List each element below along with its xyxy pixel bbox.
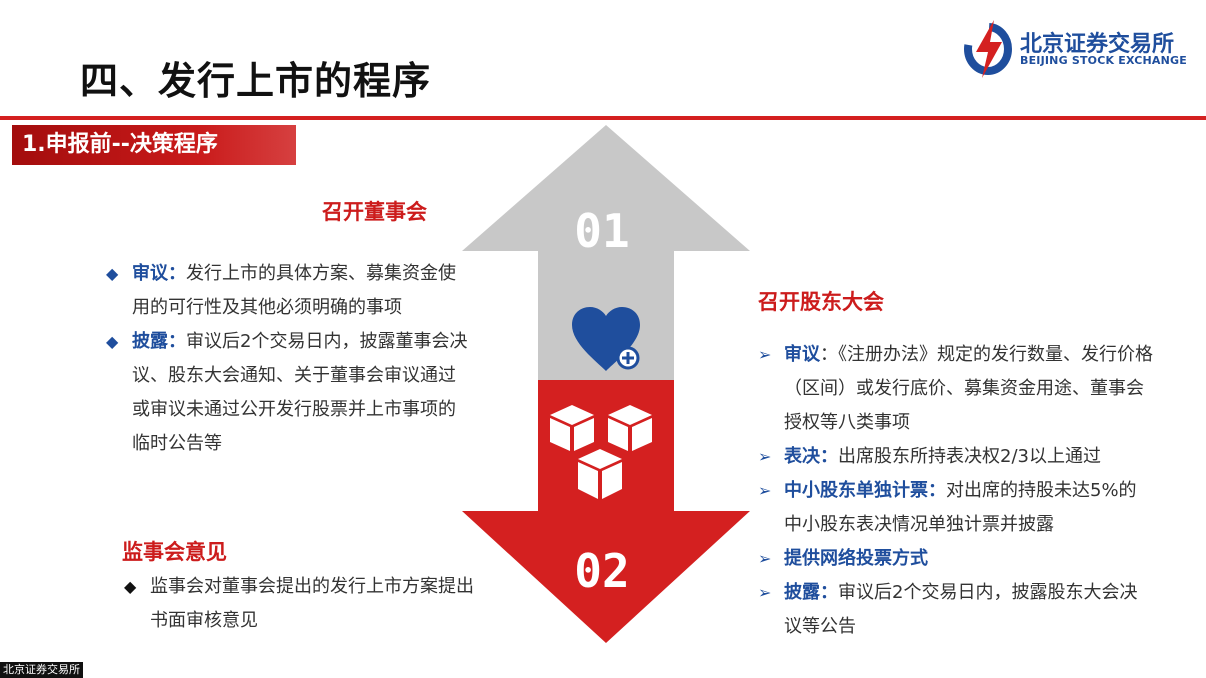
list-item: ◆ 审议：发行上市的具体方案、募集资金使用的可行性及其他必须明确的事项 xyxy=(106,257,468,325)
list-item: ➢ 中小股东单独计票：对出席的持股未达5%的中小股东表决情况单独计票并披露 xyxy=(758,474,1154,542)
item-label: 披露： xyxy=(132,331,186,352)
item-text: 发行上市的具体方案、募集资金使用的可行性及其他必须明确的事项 xyxy=(132,263,456,318)
arrow-bullet-icon: ➢ xyxy=(758,447,772,466)
bse-logo-icon xyxy=(964,20,1012,78)
arrow-bullet-icon: ➢ xyxy=(758,583,772,602)
step-number-01: 01 xyxy=(574,204,630,258)
item-text: 对出席的持股未达5%的中小股东表决情况单独计票并披露 xyxy=(784,480,1137,535)
process-arrows xyxy=(462,125,750,643)
item-label: 审议 xyxy=(784,344,820,365)
item-text: ：《注册办法》规定的发行数量、发行价格（区间）或发行底价、募集资金用途、董事会授… xyxy=(784,344,1153,433)
supervisory-board-note: ◆ 监事会对董事会提出的发行上市方案提出书面审核意见 xyxy=(124,570,484,638)
title-divider xyxy=(0,116,1206,120)
board-meeting-heading: 召开董事会 xyxy=(322,200,427,224)
arrow-bullet-icon: ➢ xyxy=(758,345,772,364)
arrow-up-gray xyxy=(462,125,750,380)
item-text: 监事会对董事会提出的发行上市方案提出书面审核意见 xyxy=(150,576,474,631)
list-item: ➢ 提供网络投票方式 xyxy=(758,542,1154,576)
item-label: 表决： xyxy=(784,446,838,467)
board-meeting-list: ◆ 审议：发行上市的具体方案、募集资金使用的可行性及其他必须明确的事项 ◆ 披露… xyxy=(106,257,468,461)
logo-name-cn: 北京证券交易所 xyxy=(1020,32,1175,57)
diamond-bullet-icon: ◆ xyxy=(106,332,119,351)
list-item: ➢ 审议：《注册办法》规定的发行数量、发行价格（区间）或发行底价、募集资金用途、… xyxy=(758,338,1154,440)
arrow-bullet-icon: ➢ xyxy=(758,549,772,568)
list-item: ➢ 披露：审议后2个交易日内，披露股东大会决议等公告 xyxy=(758,576,1154,644)
shareholders-meeting-heading: 召开股东大会 xyxy=(758,290,884,314)
diamond-bullet-icon: ◆ xyxy=(124,577,137,596)
item-label: 审议： xyxy=(132,263,186,284)
item-text: 出席股东所持表决权2/3以上通过 xyxy=(838,446,1101,467)
list-item: ➢ 表决：出席股东所持表决权2/3以上通过 xyxy=(758,440,1154,474)
cubes-icon xyxy=(550,405,652,499)
list-item: ◆ 披露：审议后2个交易日内，披露董事会决议、股东大会通知、关于董事会审议通过或… xyxy=(106,325,468,461)
item-label: 披露： xyxy=(784,582,838,603)
heart-plus-icon xyxy=(572,307,640,371)
step-number-02: 02 xyxy=(574,544,630,598)
page-title: 四、发行上市的程序 xyxy=(80,59,432,103)
section-tag: 1.申报前--决策程序 xyxy=(12,125,296,165)
shareholders-meeting-list: ➢ 审议：《注册办法》规定的发行数量、发行价格（区间）或发行底价、募集资金用途、… xyxy=(758,338,1154,644)
arrow-down-red xyxy=(462,380,750,643)
list-item: ◆ 监事会对董事会提出的发行上市方案提出书面审核意见 xyxy=(124,570,484,638)
item-text: 审议后2个交易日内，披露董事会决议、股东大会通知、关于董事会审议通过或审议未通过… xyxy=(132,331,468,454)
item-label: 提供网络投票方式 xyxy=(784,548,928,569)
item-text: 审议后2个交易日内，披露股东大会决议等公告 xyxy=(784,582,1138,637)
item-label: 中小股东单独计票： xyxy=(784,480,946,501)
diamond-bullet-icon: ◆ xyxy=(106,264,119,283)
arrow-bullet-icon: ➢ xyxy=(758,481,772,500)
footer-label: 北京证券交易所 xyxy=(0,662,83,678)
logo-name-en: BEIJING STOCK EXCHANGE xyxy=(1020,54,1187,67)
exchange-logo: 北京证券交易所 BEIJING STOCK EXCHANGE xyxy=(964,18,1187,82)
supervisory-board-heading: 监事会意见 xyxy=(122,540,227,564)
